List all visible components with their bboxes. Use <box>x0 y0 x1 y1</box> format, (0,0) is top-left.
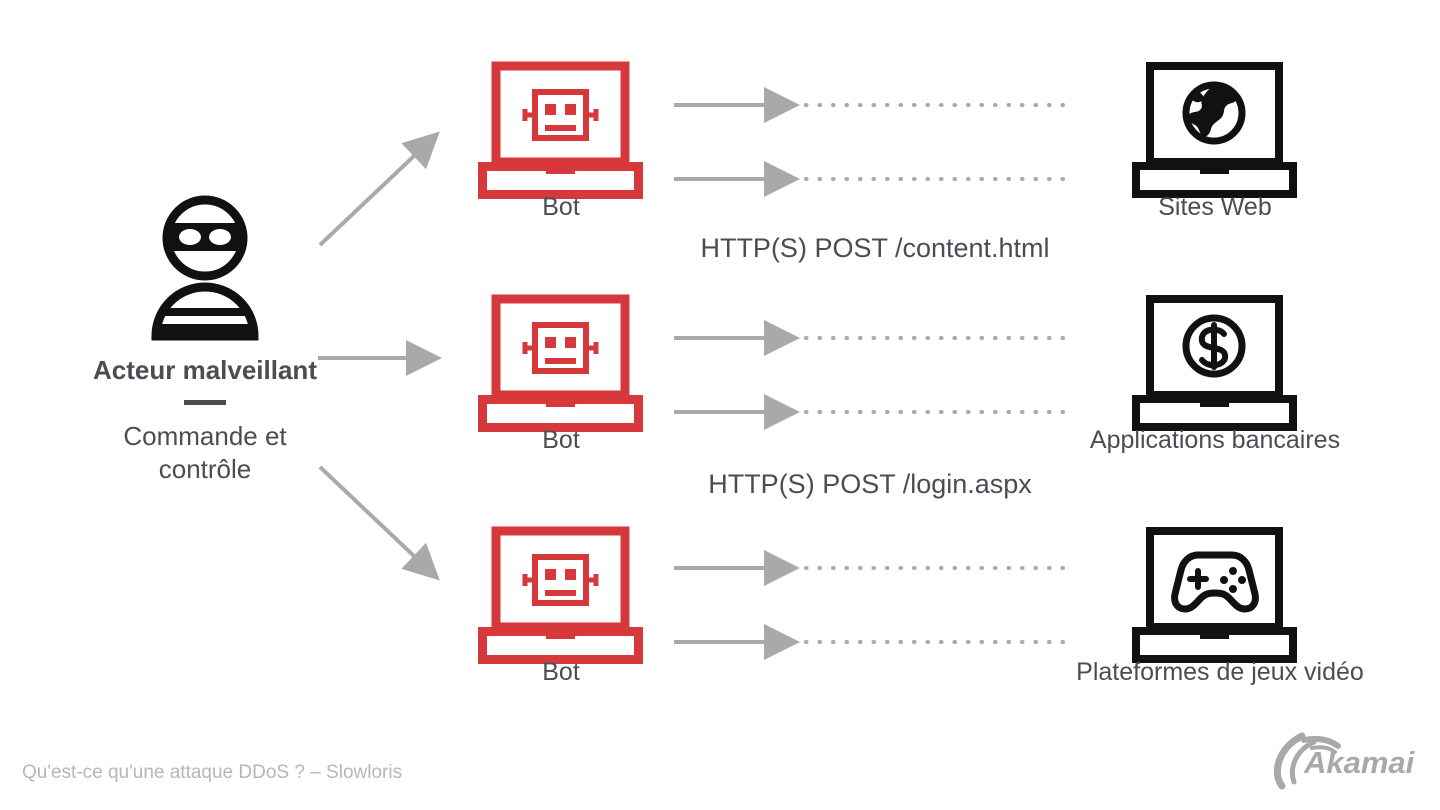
globe-laptop-icon <box>1132 62 1297 198</box>
flow-connector <box>670 624 1080 660</box>
attacker-subtitle-line2: contrôle <box>158 454 252 484</box>
bot-laptop-icon <box>478 294 643 432</box>
attacker-divider <box>184 400 226 405</box>
gamepad-laptop-icon <box>1132 527 1297 663</box>
bot-label: Bot <box>542 426 580 454</box>
attacker-icon <box>150 190 260 341</box>
dollar-laptop-icon <box>1132 295 1297 431</box>
target-label: Sites Web <box>1158 193 1272 221</box>
flow-label-login: HTTP(S) POST /login.aspx <box>708 469 1032 499</box>
attacker-subtitle: Commande et contrôle <box>45 420 365 486</box>
flow-connector <box>670 161 1080 197</box>
attacker-to-bot1-arrow <box>310 115 455 255</box>
akamai-wordmark: Akamai <box>1303 745 1416 780</box>
flow-connector <box>670 550 1080 586</box>
flow-connector <box>670 320 1080 356</box>
bot-laptop-icon <box>478 61 643 199</box>
attacker-title: Acteur malveillant <box>93 355 317 385</box>
bot-label: Bot <box>542 193 580 221</box>
attacker-to-bot3-arrow <box>310 455 455 595</box>
akamai-logo: Akamai <box>1268 728 1423 790</box>
bot-laptop-icon <box>478 526 643 664</box>
bot-label: Bot <box>542 658 580 686</box>
flow-label-content: HTTP(S) POST /content.html <box>700 233 1050 263</box>
footer-title: Qu'est-ce qu'une attaque DDoS ? – Slowlo… <box>22 762 403 783</box>
target-label: Applications bancaires <box>1089 426 1341 454</box>
attacker-subtitle-line1: Commande et <box>123 421 287 451</box>
flow-connector <box>670 87 1080 123</box>
flow-connector <box>670 394 1080 430</box>
attacker-to-bot2-arrow <box>310 340 455 376</box>
target-label: Plateformes de jeux vidéo <box>1076 658 1364 686</box>
